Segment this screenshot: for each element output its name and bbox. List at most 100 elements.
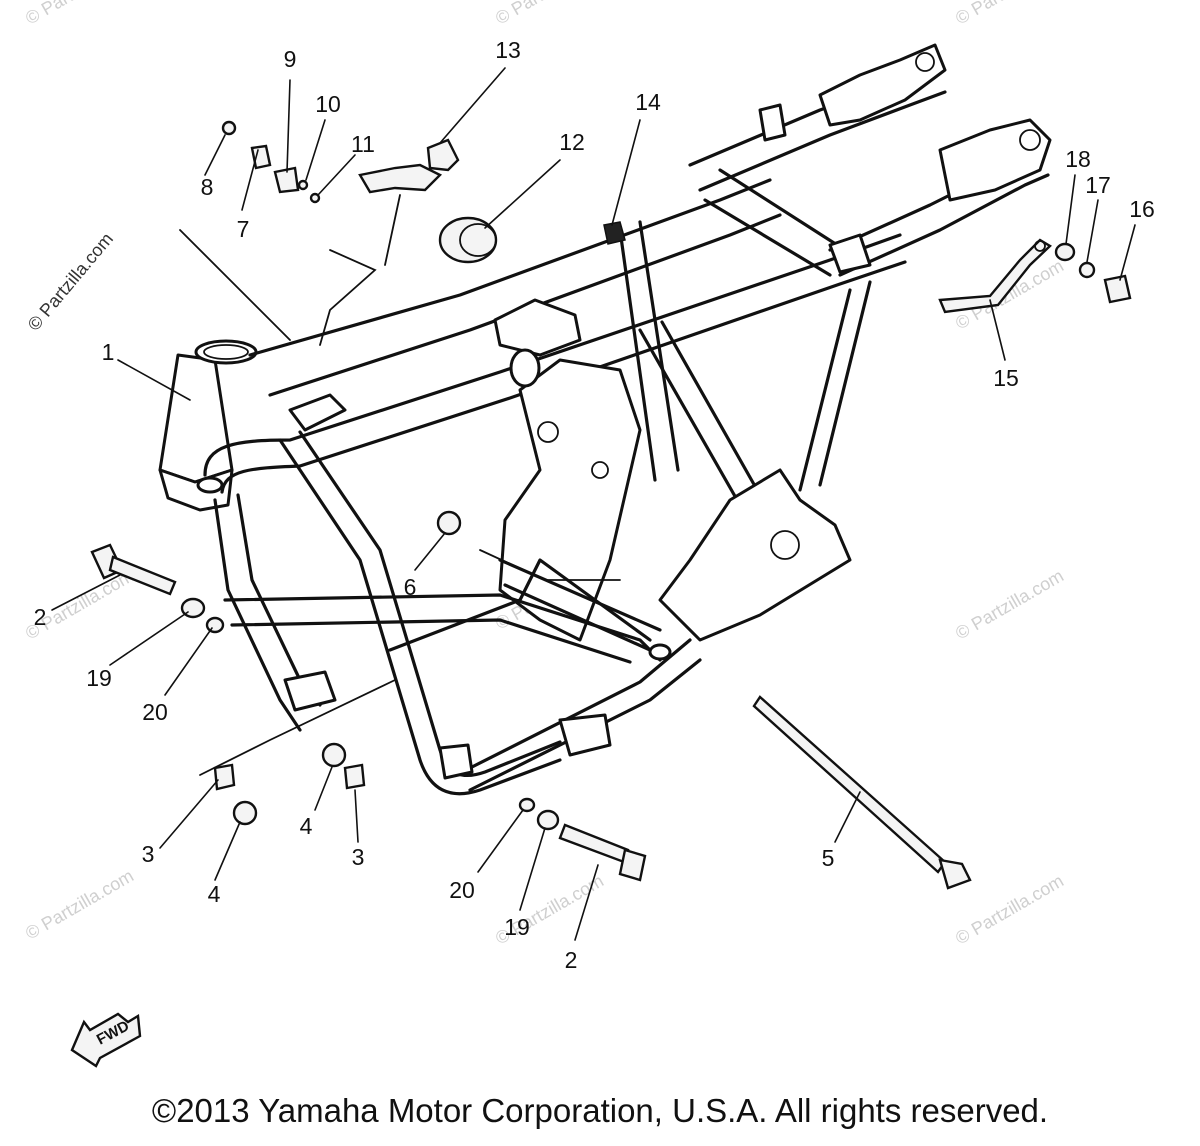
leader-16	[1119, 224, 1136, 281]
side-tab	[758, 103, 787, 142]
callout-4-right: 4	[300, 813, 313, 839]
forward-arrow: FWD	[70, 1012, 142, 1068]
reference-line	[384, 194, 401, 266]
long-bolt-head	[938, 858, 972, 890]
rear-strut-left-b	[638, 220, 680, 472]
washer-18	[1054, 242, 1076, 262]
leader-10	[305, 119, 326, 181]
bolt-right-shank	[558, 823, 630, 864]
washer-20-left	[205, 616, 225, 634]
callout-17: 17	[1085, 172, 1111, 198]
washer-10	[297, 179, 309, 191]
leader-2-right	[574, 864, 599, 941]
watermark: © Partzilla.com	[952, 565, 1067, 643]
top-tube-front	[203, 233, 902, 477]
callout-6: 6	[404, 574, 417, 600]
rear-cross-strut-b	[703, 198, 832, 277]
nut-4-left	[232, 800, 258, 826]
plate-hole	[591, 461, 609, 479]
frame-body	[158, 43, 1052, 796]
callout-3-left: 3	[142, 841, 155, 867]
callout-18: 18	[1065, 146, 1091, 172]
long-bolt-shank	[752, 695, 947, 874]
callout-7: 7	[237, 216, 250, 242]
nut-11	[309, 192, 321, 204]
leader-9	[286, 79, 291, 173]
leader-13	[439, 67, 506, 144]
brace-15	[938, 238, 1052, 314]
leader-3-left	[159, 779, 219, 849]
tank-bracket	[288, 393, 347, 432]
nut-6	[436, 510, 462, 536]
top-tube-front-b	[220, 260, 907, 494]
washer-17	[1078, 261, 1096, 279]
grommet-rim	[459, 223, 497, 257]
tube-end	[648, 643, 672, 661]
reference-line	[179, 229, 291, 341]
leader-18	[1065, 174, 1076, 245]
cradle-tube	[278, 438, 562, 796]
leader-1	[117, 359, 191, 401]
leader-7	[241, 149, 259, 211]
tube-collar	[509, 348, 541, 388]
tab-14	[603, 221, 626, 245]
tube-end	[196, 476, 224, 494]
bolt-16	[1103, 274, 1132, 304]
shock-mount-hole	[915, 52, 935, 72]
swingarm-plate-right	[658, 468, 852, 642]
bolt-right-head	[618, 848, 647, 882]
diagonal-strut-b	[660, 320, 762, 497]
seat-bracket	[493, 298, 582, 357]
leader-14	[611, 119, 641, 226]
leader-20-left	[164, 627, 213, 696]
upper-tube-left-b	[268, 213, 782, 397]
leader-6	[414, 532, 446, 571]
clip-3-right	[343, 763, 366, 790]
grommet-12	[438, 216, 498, 264]
reference-lines	[179, 194, 621, 776]
callout-10: 10	[315, 91, 341, 117]
down-tube	[213, 498, 302, 732]
leader-5	[834, 791, 861, 843]
brace-15-hole	[1034, 240, 1046, 252]
watermark: © Partzilla.com	[492, 0, 607, 28]
callout-13: 13	[495, 37, 521, 63]
leader-3-right	[354, 789, 359, 843]
leader-20-right	[477, 809, 524, 873]
rear-cross-strut	[718, 168, 847, 252]
leader-19-left	[109, 611, 189, 666]
engine-boss	[438, 743, 474, 780]
callout-12: 12	[559, 129, 585, 155]
head-pipe-top-inner	[203, 344, 249, 360]
bolt-left	[90, 543, 177, 596]
callout-15: 15	[993, 365, 1019, 391]
callout-14: 14	[635, 89, 661, 115]
callout-19-left: 19	[86, 665, 112, 691]
center-tab	[828, 233, 872, 274]
bracket-9	[273, 166, 300, 194]
watermark: © Partzilla.com	[22, 0, 137, 28]
leader-4-right	[314, 766, 333, 811]
leader-11	[317, 154, 356, 196]
forward-arrow-icon	[70, 1012, 142, 1068]
diagonal-strut	[638, 328, 742, 507]
lower-rail-b	[230, 618, 632, 664]
callout-20-right: 20	[449, 877, 475, 903]
callout-2-left: 2	[34, 604, 47, 630]
nut-4-right	[321, 742, 347, 768]
bracket-11	[358, 163, 443, 194]
engine-mount-tube-b	[503, 583, 652, 652]
callout-8: 8	[201, 174, 214, 200]
washer-20-right	[518, 797, 536, 813]
callout-20-left: 20	[142, 699, 168, 725]
clip-3-left	[213, 763, 236, 791]
watermark: © Partzilla.com	[952, 0, 1067, 28]
callout-16: 16	[1129, 196, 1155, 222]
shock-mount-lower	[938, 118, 1052, 202]
lower-rear-rail	[468, 658, 702, 792]
shock-mount-upper	[818, 43, 947, 127]
callout-4-left: 4	[208, 881, 221, 907]
leader-17	[1086, 199, 1099, 263]
callout-1: 1	[102, 339, 115, 365]
